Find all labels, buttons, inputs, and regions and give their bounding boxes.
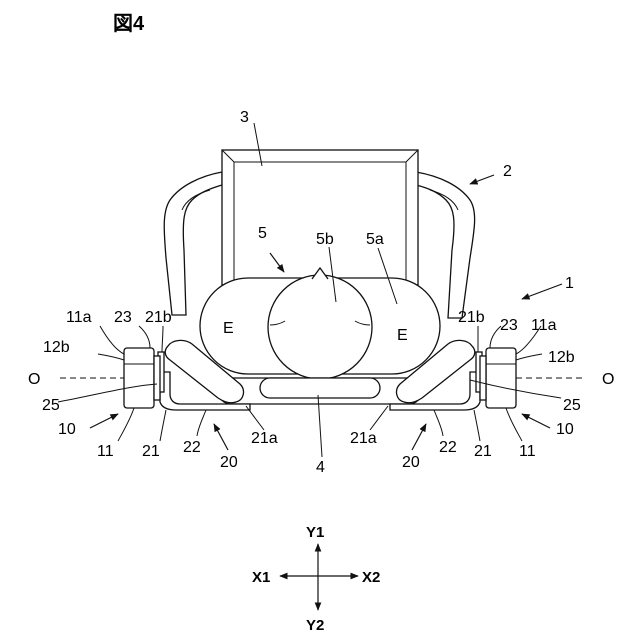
seat-back-3 xyxy=(222,150,418,285)
label-10-left: 10 xyxy=(58,421,76,438)
body-5 xyxy=(200,268,440,379)
label-O-left: O xyxy=(28,371,40,388)
wheel-10-right xyxy=(480,348,516,408)
label-11a-right: 11a xyxy=(531,317,557,334)
label-21-right: 21 xyxy=(474,443,492,460)
label-5: 5 xyxy=(258,225,267,242)
arrow-2 xyxy=(470,175,494,184)
label-4: 4 xyxy=(316,459,325,476)
label-11-left: 11 xyxy=(97,443,114,460)
label-21-left: 21 xyxy=(142,443,160,460)
body-5b xyxy=(268,275,372,379)
label-25-left: 25 xyxy=(42,397,60,414)
axis-label-x2: X2 xyxy=(362,569,380,586)
base-4 xyxy=(218,378,422,404)
label-21b-right: 21b xyxy=(458,309,485,326)
label-22-left: 22 xyxy=(183,439,201,456)
arrow-20-right xyxy=(412,424,426,450)
label-20-right: 20 xyxy=(402,454,420,471)
label-12b-right: 12b xyxy=(548,349,575,366)
axis-label-y1: Y1 xyxy=(306,524,324,541)
label-20-left: 20 xyxy=(220,454,238,471)
label-12b-left: 12b xyxy=(43,339,70,356)
direction-indicator xyxy=(280,544,358,610)
arrow-10-left xyxy=(90,414,118,428)
label-O-right: O xyxy=(602,371,614,388)
label-E-left: E xyxy=(223,320,234,337)
label-2: 2 xyxy=(503,163,512,180)
label-1: 1 xyxy=(565,275,574,292)
wheel-10-left xyxy=(124,348,160,408)
label-23-left: 23 xyxy=(114,309,132,326)
axis-label-y2: Y2 xyxy=(306,617,324,634)
label-25-right: 25 xyxy=(563,397,581,414)
label-23-right: 23 xyxy=(500,317,518,334)
label-11a-left: 11a xyxy=(66,309,92,326)
arrow-1 xyxy=(522,284,562,299)
label-11-right: 11 xyxy=(519,443,536,460)
label-21a-right: 21a xyxy=(350,430,377,447)
axis-label-x1: X1 xyxy=(252,569,270,586)
label-E-right: E xyxy=(397,327,408,344)
label-22-right: 22 xyxy=(439,439,457,456)
label-10-right: 10 xyxy=(556,421,574,438)
label-3: 3 xyxy=(240,109,249,126)
label-5b: 5b xyxy=(316,231,334,248)
arrow-10-right xyxy=(522,414,550,428)
figure-title: 図4 xyxy=(113,13,145,35)
arrow-20-left xyxy=(214,424,228,450)
label-21a-left: 21a xyxy=(251,430,278,447)
label-5a: 5a xyxy=(366,231,384,248)
label-21b-left: 21b xyxy=(145,309,172,326)
